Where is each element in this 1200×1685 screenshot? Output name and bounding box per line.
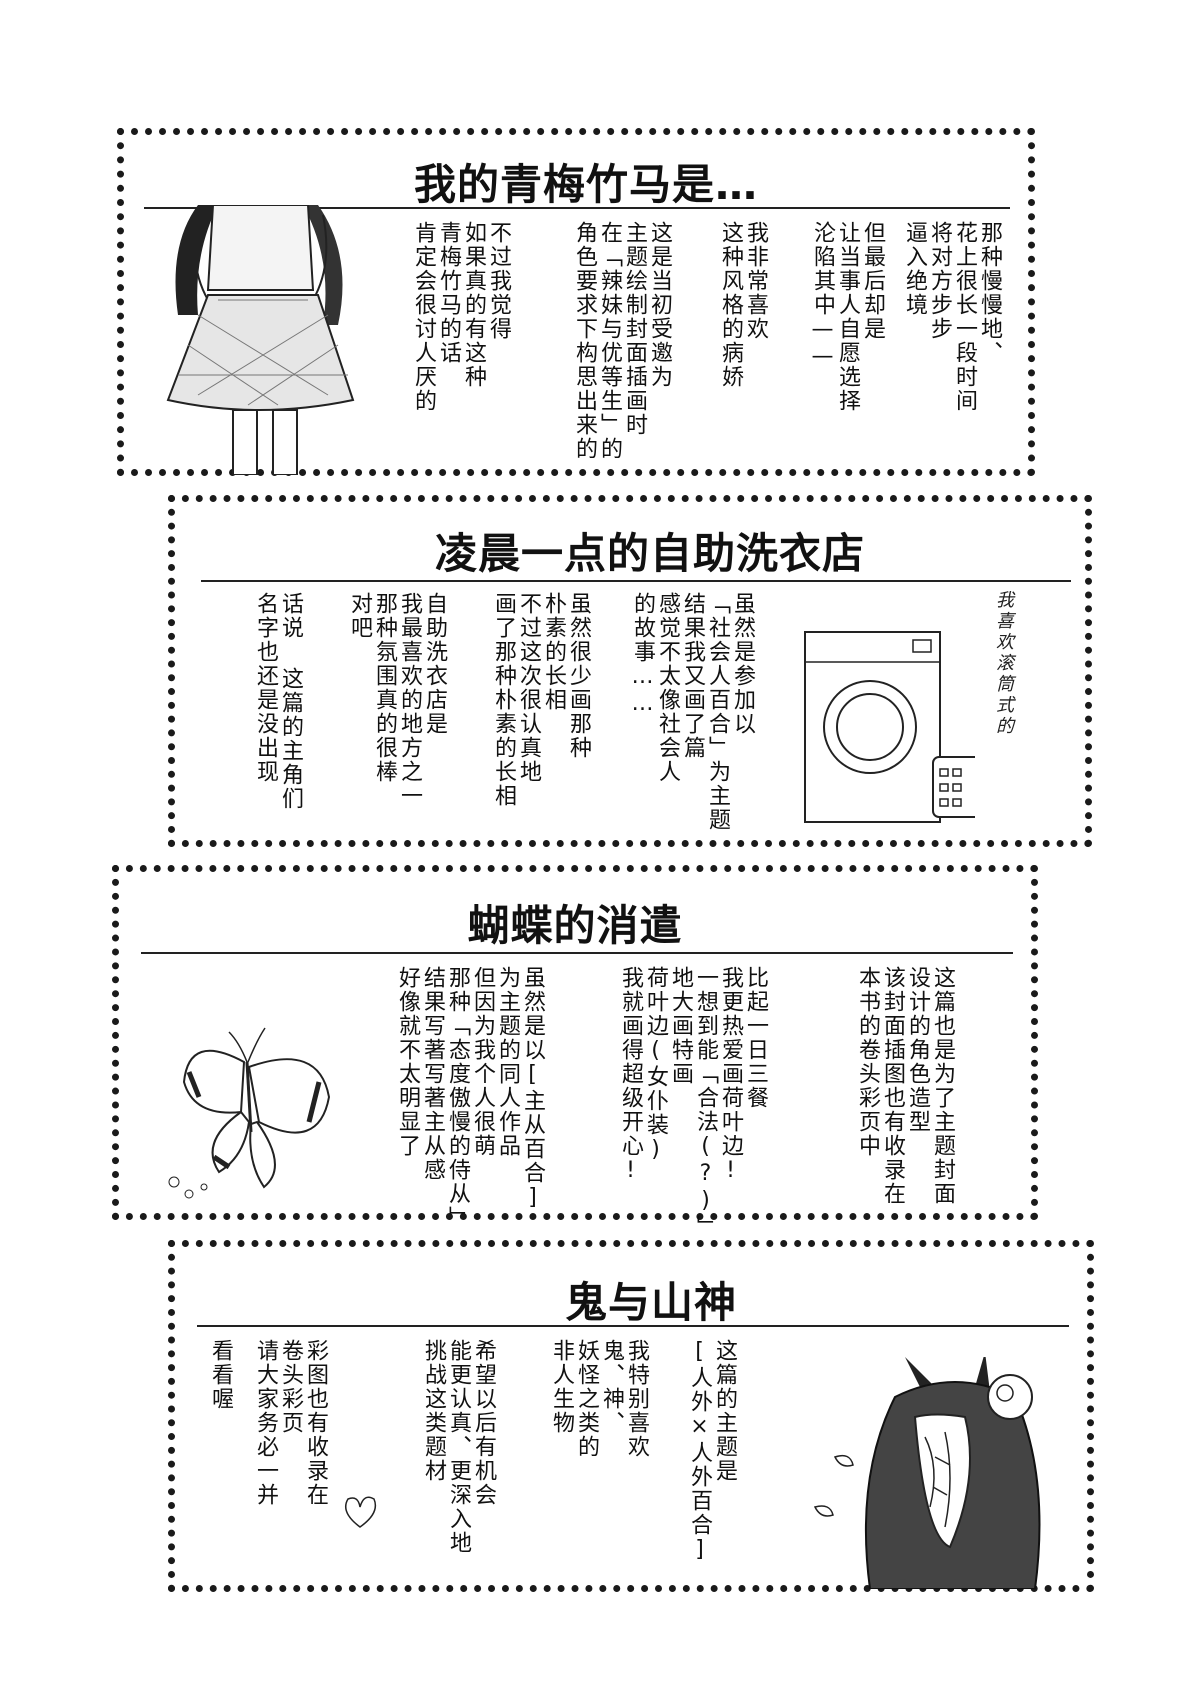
text-column: 非人生物 <box>549 1339 574 1435</box>
text-column: 为主题的同人作品 <box>495 966 520 1158</box>
oni-illustration <box>775 1357 1085 1589</box>
text-column: 如果真的有这种 <box>461 221 486 389</box>
girl-skirt-illustration <box>138 205 398 475</box>
text-column: 该封面插图也有收录在 <box>880 966 905 1206</box>
title-rule <box>141 952 1013 954</box>
text-column: 这种风格的病娇 <box>718 221 743 389</box>
text-column: 但最后却是 <box>860 221 885 341</box>
text-column: 彩图也有收录在 <box>303 1339 328 1507</box>
text-column: 设计的角色造型 <box>905 966 930 1134</box>
panel-title: 凌晨一点的自助洗衣店 <box>434 529 865 578</box>
text-column: 肯定会很讨人厌的 <box>411 221 436 413</box>
title-rule <box>201 580 1071 582</box>
panel-title: 我的青梅竹马是… <box>413 160 758 209</box>
text-column: 请大家务必一并 <box>253 1339 278 1507</box>
text-column: 这篇的主题是 <box>712 1339 737 1483</box>
text-column: 看看喔 <box>208 1339 233 1411</box>
panel-title: 蝴蝶的消遣 <box>467 901 683 950</box>
text-column: [人外×人外百合] <box>687 1339 712 1564</box>
text-column: 妖怪之类的 <box>574 1339 599 1459</box>
text-column: 感觉不太像社会人 <box>655 592 680 784</box>
text-column: 结果写著写著主从感 <box>420 966 445 1182</box>
text-column: 角色要求下构思出来的 <box>572 221 597 461</box>
text-column: 这是当初受邀为 <box>647 221 672 389</box>
text-column: 让当事人自愿选择 <box>835 221 860 413</box>
petal-doodle <box>330 1487 390 1537</box>
text-column: 荷叶边(女仆装) <box>643 966 668 1164</box>
panel-title: 鬼与山神 <box>564 1278 737 1327</box>
text-column: 但因为我个人很萌 <box>470 966 495 1158</box>
text-column: 鬼、神、 <box>599 1339 624 1435</box>
text-column: 不过这次很认真地 <box>516 592 541 784</box>
text-column: 青梅竹马的话 <box>436 221 461 365</box>
handwritten-note: 我喜欢滚筒式的 <box>993 590 1014 737</box>
text-column: 我特别喜欢 <box>624 1339 649 1459</box>
text-column: 对吧 <box>347 592 372 640</box>
text-column: 我就画得超级开心! <box>618 966 643 1185</box>
text-column: 那种慢慢地、 <box>977 221 1002 365</box>
text-column: 那种「态度傲慢的侍从」 <box>445 966 470 1230</box>
text-column: 将对方步步 <box>927 221 952 341</box>
text-column: 虽然是参加以 <box>730 592 755 736</box>
text-column: 画了那种朴素的长相 <box>491 592 516 808</box>
text-column: 能更认真、更深入地 <box>446 1339 471 1555</box>
text-column: 花上很长一段时间 <box>952 221 977 413</box>
text-column: 的故事…… <box>630 592 655 718</box>
text-column: 话说 这篇的主角们 <box>278 592 303 811</box>
title-rule <box>197 1325 1069 1327</box>
text-column: 主题绘制封面插画时 <box>622 221 647 437</box>
washing-machine-illustration <box>795 622 975 832</box>
text-column: 沦陷其中—— <box>810 221 835 371</box>
text-column: 自助洗衣店是 <box>422 592 447 736</box>
text-column: 虽然很少画那种 <box>566 592 591 760</box>
text-column: 本书的卷头彩页中 <box>855 966 880 1158</box>
text-column: 在「辣妹与优等生」的 <box>597 221 622 461</box>
panel-childhood-friend: 我的青梅竹马是… 那种慢慢地、 花上很长一段时间 将对方步步 逼入绝境 但最后却… <box>117 128 1035 476</box>
text-column: 不过我觉得 <box>486 221 511 341</box>
text-column: 虽然是以[主从百合] <box>520 966 545 1212</box>
text-column: 我更热爱画荷叶边! <box>718 966 743 1185</box>
text-column: 这篇也是为了主题封面 <box>930 966 955 1206</box>
text-column: 我最喜欢的地方之一 <box>397 592 422 808</box>
text-column: 挑战这类题材 <box>421 1339 446 1483</box>
text-column: 「社会人百合」为主题 <box>705 592 730 832</box>
text-column: 朴素的长相 <box>541 592 566 712</box>
panel-butterfly: 蝴蝶的消遣 这篇也是为了主题封面 设计的角色造型 该封面插图也有收录在 本书的卷… <box>112 865 1038 1239</box>
title-rule <box>144 207 1010 209</box>
text-column: 一想到能「合法(?)」 <box>693 966 718 1239</box>
butterfly-illustration <box>149 1022 349 1212</box>
text-column: 好像就不太明显了 <box>395 966 420 1158</box>
text-column: 比起一日三餐 <box>743 966 768 1110</box>
text-column: 结果我又画了篇 <box>680 592 705 760</box>
text-column: 卷头彩页 <box>278 1339 303 1435</box>
text-column: 地大画特画 <box>668 966 693 1086</box>
panel-laundromat: 凌晨一点的自助洗衣店 虽然是参加以 「社会人百合」为主题 结果我又画了篇 感觉不… <box>168 495 1092 847</box>
panel-oni-mountain-god: 鬼与山神 这篇的主题是 [人外×人外百合] 我特别喜欢 鬼、神、 妖怪之类的 非… <box>168 1240 1094 1592</box>
text-column: 名字也还是没出现 <box>253 592 278 784</box>
text-column: 我非常喜欢 <box>743 221 768 341</box>
text-column: 逼入绝境 <box>902 221 927 317</box>
text-column: 那种氛围真的很棒 <box>372 592 397 784</box>
text-column: 希望以后有机会 <box>471 1339 496 1507</box>
